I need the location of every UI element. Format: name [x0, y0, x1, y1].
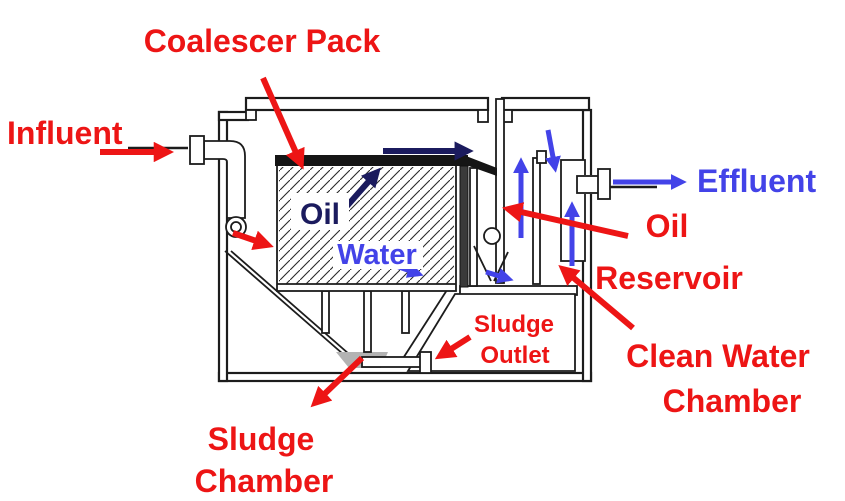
coalescer-pack-label: Coalescer Pack — [144, 23, 381, 59]
water-zone-label-bg — [333, 241, 423, 269]
baffle-wall-2-tab — [536, 150, 547, 164]
water-flow-arrows — [381, 129, 687, 284]
pack-top-bar — [275, 155, 468, 166]
influent-elbow-inner — [230, 221, 242, 233]
sludge-outlet-label-line2: Outlet — [480, 342, 549, 369]
inlet-to-pack-arrow — [232, 230, 274, 251]
effluent-flange — [597, 168, 611, 200]
pack-leg — [363, 290, 372, 353]
baffle-wall-1 — [495, 98, 505, 284]
effluent-assembly — [576, 168, 611, 200]
oil-flow-arrows — [344, 141, 474, 208]
sludge-outlet-flange — [419, 351, 432, 374]
oil-zone-label: Oil — [300, 198, 340, 231]
weir-down-arrow — [545, 129, 561, 173]
effluent-label: Effluent — [697, 163, 816, 199]
influent-pipe — [203, 140, 246, 219]
sludge-hopper — [224, 250, 578, 374]
sludge-chamber-arrow — [310, 355, 365, 408]
chamber-baffles — [469, 98, 586, 287]
hopper-left-slope-inner — [230, 250, 358, 362]
influent-label: Influent — [7, 115, 123, 151]
clean-water-chamber-label-line2: Chamber — [663, 383, 802, 419]
oil-zone-label-bg — [291, 193, 349, 230]
coalescer-pack-arrow — [260, 76, 305, 170]
sludge-outlet-pipe — [361, 356, 422, 368]
oil-rise-arrow — [344, 167, 381, 208]
label-arrows — [100, 76, 635, 408]
lid-tab — [477, 109, 489, 123]
pack-retaining-plate — [469, 167, 478, 287]
lid-tab — [245, 109, 257, 121]
tank-lid-main — [244, 96, 490, 112]
hopper-right-slope — [399, 289, 448, 364]
pack-right-bar — [459, 165, 469, 288]
clean-water-chamber-label-line1: Clean Water — [626, 338, 810, 374]
sludge-outlet-arrow — [434, 334, 472, 360]
pack-leg — [321, 290, 330, 334]
oil-reservoir-label-line1: Oil — [646, 208, 689, 244]
hopper-left-slope — [224, 250, 352, 362]
underflow-arrow — [485, 268, 514, 284]
baffle-wall-2 — [532, 157, 541, 285]
oil-weir-cap — [466, 156, 497, 176]
oil-channel-pipe-circle — [483, 227, 501, 245]
oil-reservoir-arrow — [502, 202, 629, 239]
tank-bottom — [217, 371, 593, 383]
pack-leg — [401, 290, 410, 334]
effluent-stub — [576, 175, 600, 194]
water-zone-label: Water — [337, 239, 417, 271]
sludge-chamber-label-line2: Chamber — [195, 463, 334, 499]
sludge-chamber-label-line1: Sludge — [208, 421, 315, 457]
sludge-outlet-label-line1: Sludge — [474, 311, 554, 338]
oil-reservoir-label-line2: Reservoir — [595, 260, 743, 296]
influent-flange — [189, 135, 205, 165]
clean-water-chamber-arrow — [558, 265, 635, 331]
tank-top-ledge — [217, 110, 250, 122]
tank-lid-right — [500, 96, 591, 112]
tank-shell — [217, 96, 593, 383]
influent-assembly — [189, 135, 247, 238]
